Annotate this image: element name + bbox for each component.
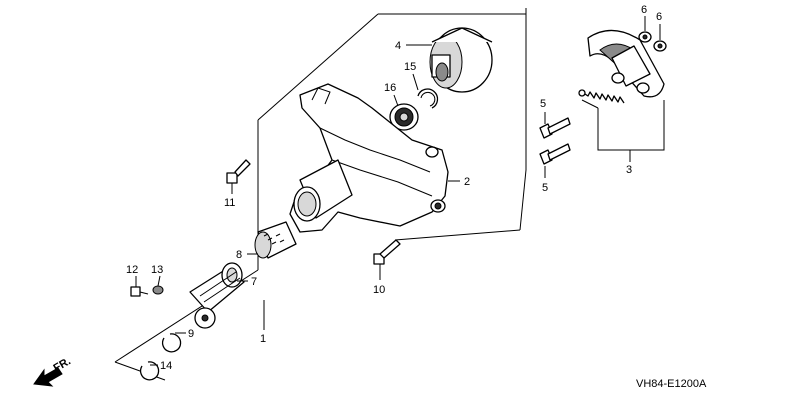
front-arrow-icon <box>33 367 63 387</box>
front-direction-indicator: FR. <box>33 355 73 387</box>
washer-6b <box>653 40 667 52</box>
callout-2: 2 <box>464 176 470 188</box>
callout-13: 13 <box>151 264 163 276</box>
clamp-7 <box>189 262 245 329</box>
callout-12: 12 <box>126 264 138 276</box>
clutch-shoe <box>587 29 665 98</box>
callout-14: 14 <box>160 360 172 372</box>
front-label: FR. <box>52 355 73 374</box>
callouts: 1 2 3 4 5 5 6 6 7 8 9 10 11 12 13 14 15 … <box>126 4 662 372</box>
bearing-16 <box>389 103 419 131</box>
callout-6a: 6 <box>641 4 647 16</box>
snap-ring-9 <box>161 333 182 353</box>
callout-5a: 5 <box>540 98 546 110</box>
callout-9: 9 <box>188 328 194 340</box>
callout-16: 16 <box>384 82 396 94</box>
callout-1: 1 <box>260 333 266 345</box>
washer-6a <box>638 31 652 43</box>
bolt-5b <box>539 143 571 165</box>
bolt-10 <box>373 239 401 265</box>
washer-13 <box>152 285 164 295</box>
sleeve-8 <box>254 221 297 259</box>
spring <box>578 89 625 104</box>
callout-5b: 5 <box>542 182 548 194</box>
callout-10: 10 <box>373 284 385 296</box>
clutch-housing <box>289 83 449 233</box>
callout-4: 4 <box>395 40 401 52</box>
callout-15: 15 <box>404 61 416 73</box>
clutch-drum <box>429 27 493 93</box>
snap-ring-14 <box>139 361 160 381</box>
callout-11: 11 <box>224 197 235 209</box>
leader-lines <box>135 16 661 366</box>
callout-8: 8 <box>236 249 242 261</box>
bolt-5a <box>539 117 571 139</box>
diagram-code: VH84-E1200A <box>636 378 707 390</box>
callout-6b: 6 <box>656 11 662 23</box>
callout-7: 7 <box>251 276 257 288</box>
bracket-3 <box>581 99 665 162</box>
bolt-11 <box>226 159 251 184</box>
bolt-12 <box>130 286 149 297</box>
snap-ring-15 <box>417 88 439 109</box>
callout-3: 3 <box>626 164 632 176</box>
